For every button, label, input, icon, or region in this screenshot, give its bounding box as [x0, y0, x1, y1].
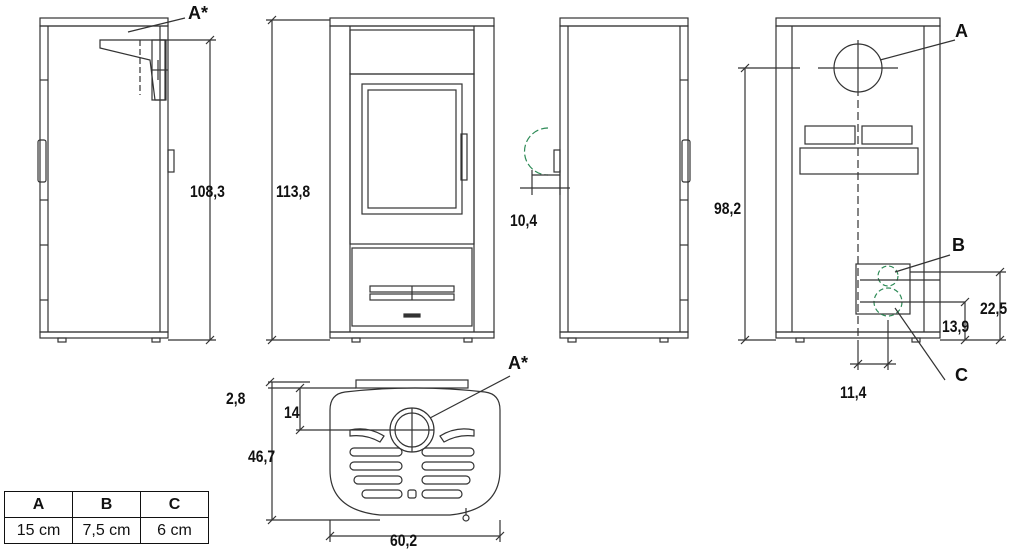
plan-view	[265, 375, 511, 542]
dimension-side-height: 108,3	[190, 182, 225, 201]
label-a-star-top: A*	[188, 3, 209, 23]
legend-header-a: A	[4, 491, 73, 518]
dimension-plan-depth: 46,7	[248, 447, 276, 466]
legend-header-row: A B C	[4, 491, 209, 518]
outlet-pipe-top	[99, 39, 168, 101]
side-view	[37, 17, 216, 345]
label-c: C	[955, 365, 968, 385]
dimension-plan-top-offset: 2,8	[226, 389, 246, 408]
front-view	[266, 15, 495, 345]
label-a: A	[955, 21, 968, 41]
label-b: B	[952, 235, 965, 255]
dimension-plan-width: 60,2	[390, 531, 418, 550]
dimension-rear-outlet-height: 98,2	[714, 199, 742, 218]
rear-view	[738, 17, 1006, 381]
dimension-plan-outlet-offset: 14	[284, 403, 300, 422]
dimension-side-offset: 10,4	[510, 211, 538, 230]
legend-header-b: B	[72, 491, 141, 518]
diameter-legend-table: A B C 15 cm 7,5 cm 6 cm	[4, 491, 209, 544]
label-a-star-plan: A*	[508, 353, 529, 373]
legend-value-row: 15 cm 7,5 cm 6 cm	[4, 517, 209, 544]
legend-value-b: 7,5 cm	[72, 517, 141, 544]
dimension-rear-inlet-offset: 11,4	[840, 383, 867, 402]
legend-header-c: C	[140, 491, 209, 518]
dimension-rear-inlet-b-height: 22,5	[980, 299, 1008, 318]
dimension-rear-inlet-c-height: 13,9	[942, 317, 970, 336]
side-view-right	[520, 17, 691, 343]
dimension-front-height: 113,8	[276, 182, 311, 201]
legend-value-a: 15 cm	[4, 517, 73, 544]
legend-value-c: 6 cm	[140, 517, 209, 544]
